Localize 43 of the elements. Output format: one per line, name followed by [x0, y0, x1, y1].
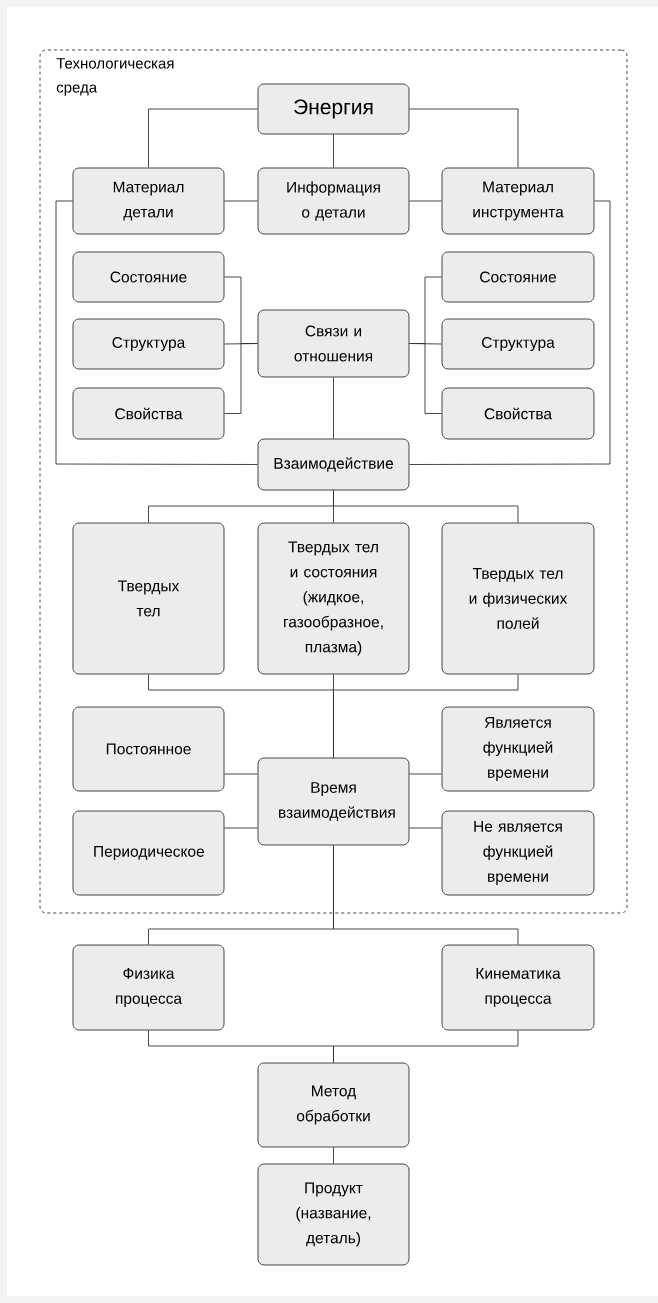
process-box: Информация о детали	[257, 167, 410, 235]
connector-line	[409, 827, 442, 829]
process-box: Кинематика процесса	[441, 944, 595, 1031]
connector-line	[409, 773, 442, 775]
connector-line	[224, 827, 258, 829]
process-box: Твердых тел	[72, 522, 225, 675]
connector-line	[224, 343, 258, 414]
connector-line	[55, 200, 258, 465]
process-box: Не является функцией времени	[441, 810, 595, 896]
connector-line	[224, 773, 258, 775]
process-box: Связи и отношения	[257, 309, 410, 378]
process-box: Продукт (название, деталь)	[257, 1163, 410, 1266]
process-box: Время взаимодействия	[257, 757, 410, 846]
connector-line	[224, 200, 258, 202]
connector-line	[409, 200, 442, 202]
connector-line	[333, 1147, 334, 1164]
connector-line	[333, 134, 334, 168]
process-box: Твердых тел и состояния (жидкое, газообразное, плазма)	[257, 522, 410, 675]
process-box: Твердых тел и физических полей	[441, 522, 595, 675]
process-box: Постоянное	[72, 706, 225, 792]
connector-line	[409, 108, 519, 168]
process-box: Материал детали	[72, 167, 225, 235]
process-box: Периодическое	[72, 810, 225, 896]
process-box: Состояние	[72, 251, 225, 303]
connector-line	[333, 490, 519, 523]
process-box: Материал инструмента	[441, 167, 595, 235]
process-box: Состояние	[441, 251, 595, 303]
process-box: Взаимодействие	[257, 438, 410, 491]
process-box: Структура	[441, 318, 595, 370]
connector-line	[409, 343, 442, 414]
process-box: Метод обработки	[257, 1062, 410, 1148]
connector-line	[409, 200, 611, 465]
connector-line	[333, 674, 519, 758]
process-box: Энергия	[257, 83, 410, 135]
process-box: Структура	[72, 318, 225, 370]
process-box: Свойства	[441, 387, 595, 440]
connector-line	[333, 845, 519, 945]
process-box: Свойства	[72, 387, 225, 440]
connector-line	[333, 377, 334, 439]
process-box: Является функцией времени	[441, 706, 595, 792]
process-box: Физика процесса	[72, 944, 225, 1031]
connector-line	[148, 108, 258, 168]
connector-line	[333, 1030, 519, 1063]
